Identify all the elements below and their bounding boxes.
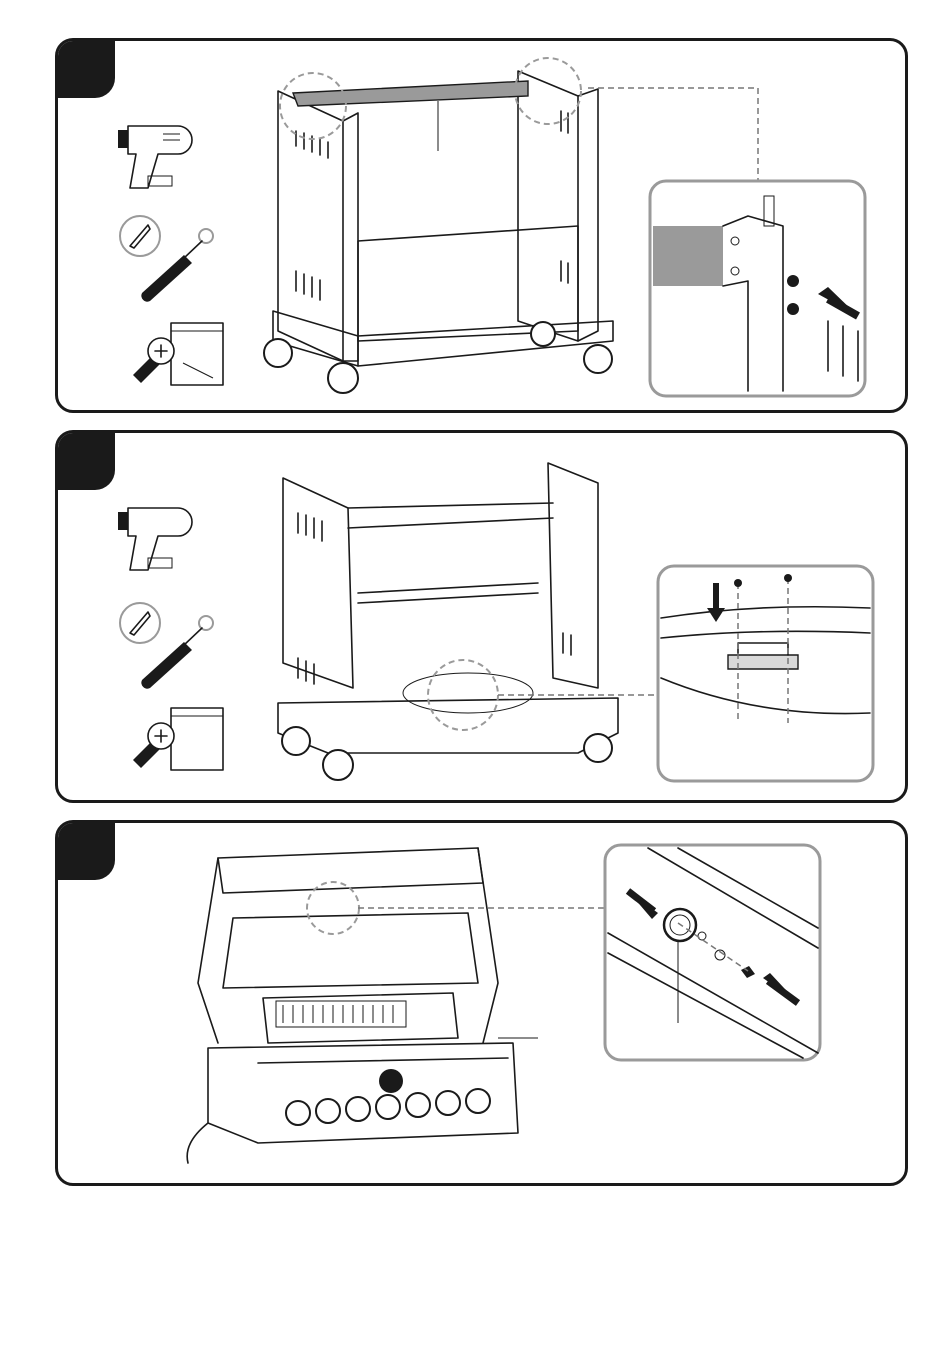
- control-knob-row: [286, 1089, 490, 1125]
- step-2-illustration: [58, 433, 908, 803]
- step-2-panel: [55, 430, 908, 803]
- screwdriver-icon: [120, 216, 213, 302]
- cart-frame-illustration: [278, 463, 658, 780]
- step-3-illustration: [58, 823, 908, 1186]
- thermometer-install-detail: [605, 845, 820, 1060]
- drill-icon: [118, 508, 192, 570]
- screw-bag-icon: [133, 323, 223, 385]
- step-1-panel: [55, 38, 908, 413]
- screwdriver-icon: [120, 603, 213, 689]
- bottom-bracket-screws-detail: [658, 566, 873, 781]
- grill-head-illustration: [187, 848, 608, 1163]
- bracket-screws-detail: [650, 181, 865, 396]
- screw-bag-icon: [133, 708, 223, 770]
- step-1-illustration: [58, 41, 908, 413]
- drill-icon: [118, 126, 192, 188]
- step-3-panel: [55, 820, 908, 1186]
- brand-logo-emblem: [379, 1069, 403, 1093]
